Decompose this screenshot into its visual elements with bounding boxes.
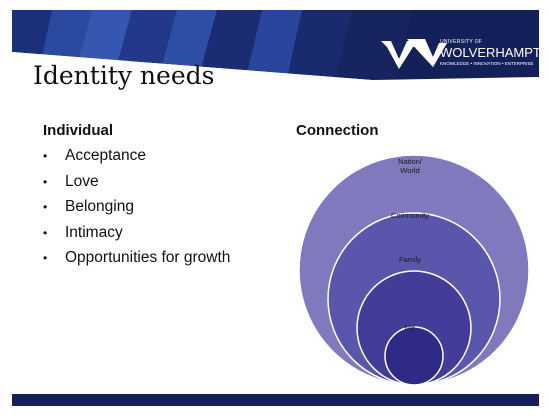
header-banner	[12, 10, 539, 102]
bullet-icon: •	[43, 200, 48, 214]
list-item: •Belonging	[43, 198, 134, 215]
logo-line-2: WOLVERHAMPTON	[440, 45, 539, 60]
slide-title: Identity needs	[33, 61, 215, 90]
circle-label-me: Me	[404, 323, 416, 332]
logo-line-3: KNOWLEDGE • INNOVATION • ENTERPRISE	[440, 61, 534, 66]
footer-band	[12, 394, 539, 406]
slide: Identity needs UNIVERSITY OF WOLVERHAMPT…	[12, 10, 539, 406]
connection-heading: Connection	[296, 122, 379, 139]
list-item: •Acceptance	[43, 147, 146, 164]
circle-label-nation: Nation/	[398, 157, 422, 166]
individual-heading: Individual	[43, 122, 114, 139]
list-item: •Love	[43, 172, 99, 190]
circle-label-world: World	[400, 166, 420, 175]
circle-label-community: Community	[391, 211, 429, 220]
individual-list: •Acceptance •Love •Belonging •Intimacy •…	[43, 147, 230, 275]
bullet-icon: •	[43, 149, 48, 163]
university-logo-icon	[381, 39, 447, 69]
logo-line-1: UNIVERSITY OF	[440, 39, 483, 45]
circle-me	[384, 326, 444, 386]
circle-label-family: Family	[398, 255, 422, 264]
bullet-icon: •	[43, 225, 48, 240]
bullet-icon: •	[43, 251, 48, 265]
bullet-icon: •	[43, 174, 48, 189]
list-item: •Intimacy	[43, 223, 123, 241]
nested-circles-diagram	[298, 154, 530, 386]
list-item: •Opportunities for growth	[43, 249, 231, 266]
